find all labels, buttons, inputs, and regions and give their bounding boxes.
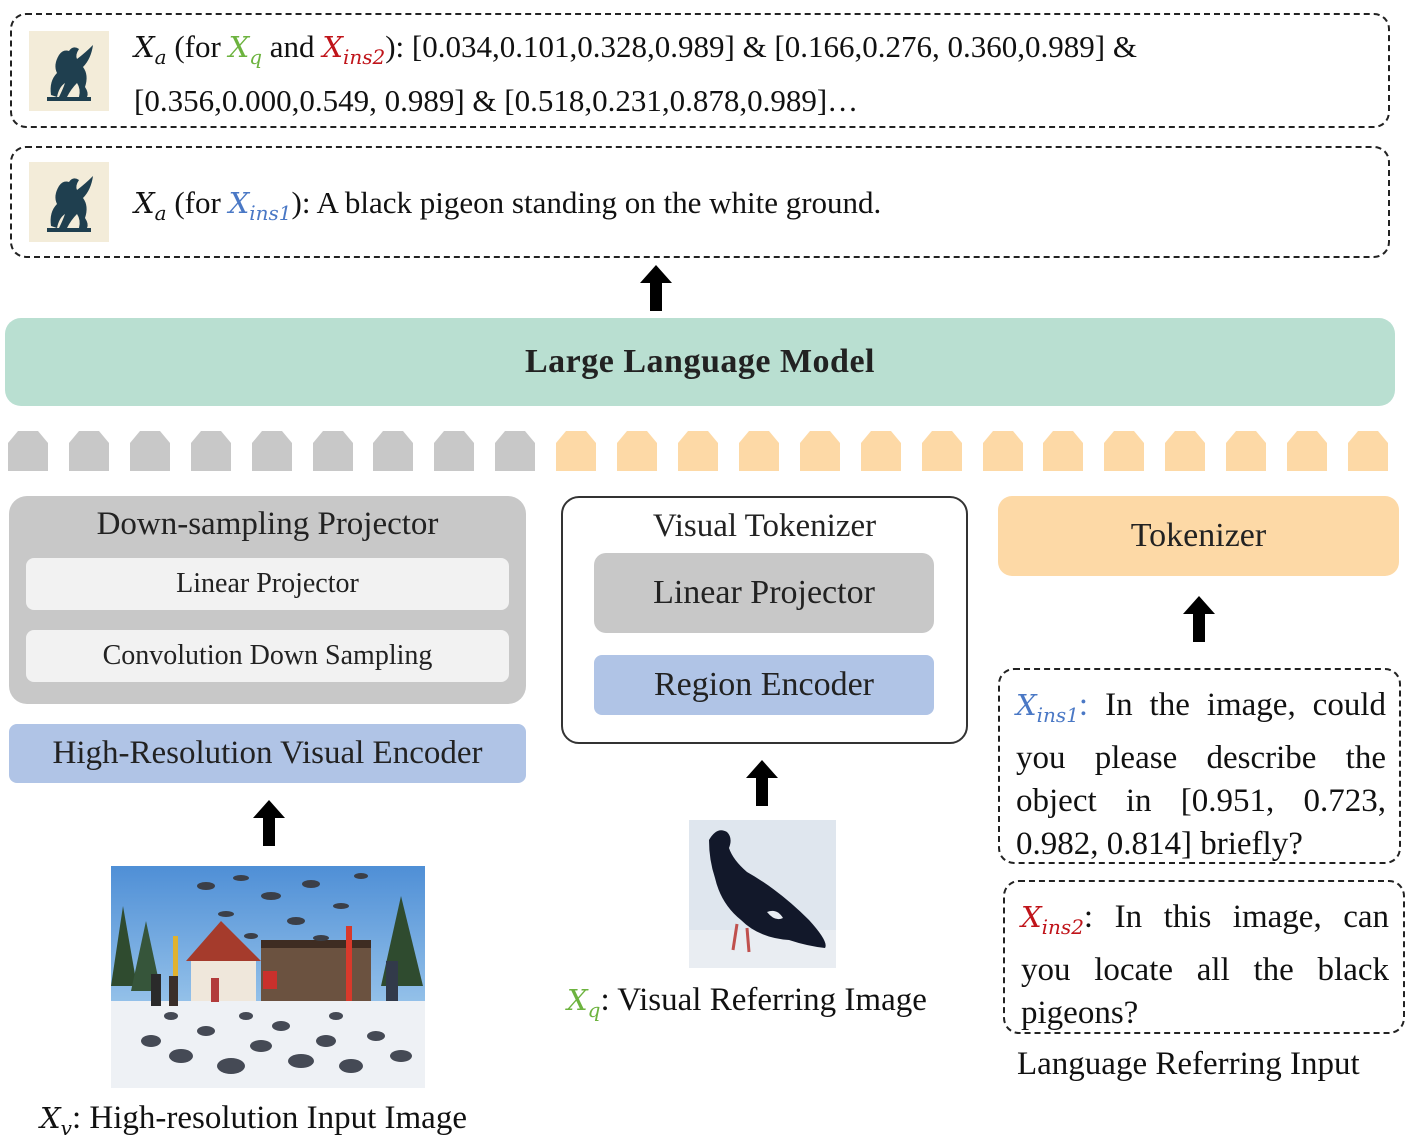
- visual-tokenizer-title: Visual Tokenizer: [652, 508, 877, 544]
- vt-linear-projector: Linear Projector: [594, 553, 934, 633]
- up-arrow-icon: [253, 800, 285, 846]
- language-token: [1226, 431, 1266, 471]
- high-resolution-input-image: [111, 866, 425, 1088]
- convolution-down-sampling-bar: Convolution Down Sampling: [26, 630, 509, 682]
- griffin-logo-icon: [29, 31, 109, 111]
- xins2-var: Xins2: [322, 30, 386, 69]
- visual-token: [252, 431, 292, 471]
- language-token: [678, 431, 718, 471]
- language-token: [1348, 431, 1388, 471]
- xins1-var: Xins1: [1016, 688, 1079, 727]
- down-sampling-projector: Down-sampling Projector Linear Projector…: [9, 496, 526, 704]
- visual-token: [313, 431, 353, 471]
- language-token: [1043, 431, 1083, 471]
- xins2-var: Xins2: [1021, 900, 1084, 939]
- instruction-ins1-box: Xins1: In the image, could you please de…: [998, 668, 1401, 864]
- instruction-ins1-text: Xins1: In the image, could you please de…: [1016, 687, 1386, 862]
- down-sampling-title: Down-sampling Projector: [96, 506, 439, 542]
- griffin-logo-icon: [29, 162, 109, 242]
- visual-referring-image: [689, 820, 836, 968]
- up-arrow-icon: [746, 760, 778, 806]
- up-arrow-icon: [640, 265, 672, 311]
- language-token: [739, 431, 779, 471]
- tokenizer: Tokenizer: [998, 496, 1399, 576]
- visual-token: [69, 431, 109, 471]
- visual-token: [495, 431, 535, 471]
- visual-token: [373, 431, 413, 471]
- language-token: [556, 431, 596, 471]
- language-token: [1104, 431, 1144, 471]
- language-token: [861, 431, 901, 471]
- visual-token: [8, 431, 48, 471]
- language-token: [1287, 431, 1327, 471]
- output-answer-referring: Xa (for Xq and Xins2): [0.034,0.101,0.32…: [134, 25, 1374, 123]
- language-token: [983, 431, 1023, 471]
- language-token: [922, 431, 962, 471]
- visual-tokenizer: Visual Tokenizer Linear Projector Region…: [561, 496, 968, 744]
- language-token: [1165, 431, 1205, 471]
- up-arrow-icon: [1183, 596, 1215, 642]
- xins1-var: Xins1: [228, 186, 292, 225]
- output-box-referring: Xa (for Xq and Xins2): [0.034,0.101,0.32…: [10, 13, 1390, 128]
- caption-visual-referring: Xq: Visual Referring Image: [567, 982, 927, 1022]
- linear-projector-bar: Linear Projector: [26, 558, 509, 610]
- large-language-model: Large Language Model: [5, 318, 1395, 406]
- caption-high-res-input: Xv: High-resolution Input Image: [40, 1100, 467, 1140]
- visual-token: [130, 431, 170, 471]
- xa-var: Xa: [134, 186, 167, 225]
- caption-language-referring: Language Referring Input: [1017, 1046, 1360, 1082]
- language-token: [617, 431, 657, 471]
- visual-token: [191, 431, 231, 471]
- region-encoder: Region Encoder: [594, 655, 934, 715]
- instruction-ins2-text: Xins2: In this image, can you locate all…: [1021, 899, 1389, 1031]
- output-answer-caption: Xa (for Xins1): A black pigeon standing …: [134, 185, 882, 225]
- high-resolution-visual-encoder: High-Resolution Visual Encoder: [9, 724, 526, 783]
- visual-token: [434, 431, 474, 471]
- xq-var: Xq: [228, 30, 263, 69]
- output-box-caption: Xa (for Xins1): A black pigeon standing …: [10, 146, 1390, 258]
- xa-var: Xa: [134, 30, 167, 69]
- output-answer-line2: [0.356,0.000,0.549, 0.989] & [0.518,0.23…: [134, 83, 859, 118]
- instruction-ins2-box: Xins2: In this image, can you locate all…: [1003, 880, 1405, 1034]
- language-token: [800, 431, 840, 471]
